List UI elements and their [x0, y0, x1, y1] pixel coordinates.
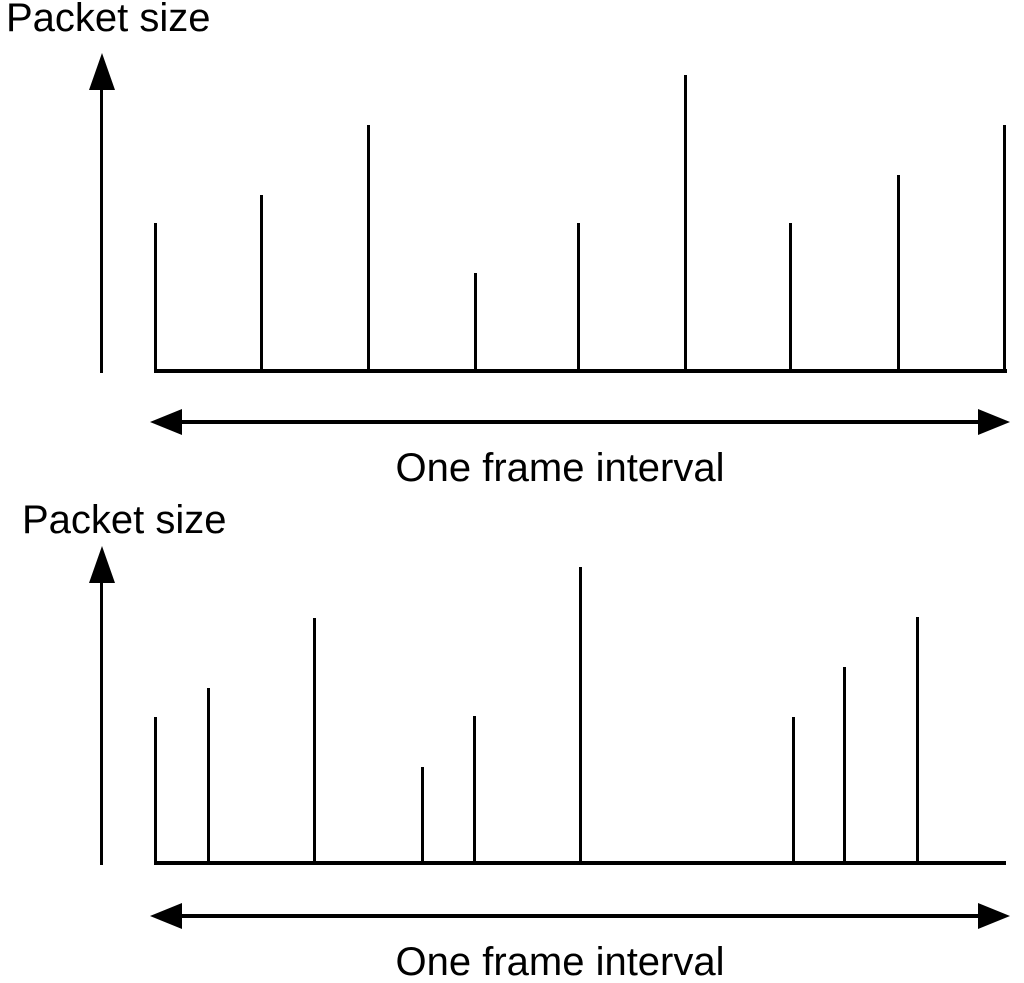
y-axis-label-bottom: Packet size — [22, 498, 227, 542]
packet-stem — [366, 125, 370, 373]
packet-stem — [576, 223, 580, 373]
packet-stem — [578, 567, 582, 865]
packet-stem — [842, 667, 846, 865]
frame-interval-label-top: One frame interval — [395, 446, 725, 490]
arrow-up-icon — [89, 53, 115, 90]
frame-interval-arrow-top — [165, 420, 995, 424]
arrow-right-icon — [978, 903, 1010, 929]
packet-stem — [791, 717, 795, 865]
arrow-up-icon — [89, 546, 115, 583]
packet-stem — [420, 767, 424, 865]
arrow-right-icon — [978, 409, 1010, 435]
time-baseline-top — [155, 369, 1007, 373]
packet-stem — [206, 688, 210, 865]
packet-stem — [683, 75, 687, 373]
frame-interval-label-bottom: One frame interval — [395, 940, 725, 983]
y-axis-label-top: Packet size — [6, 0, 211, 40]
packet-stem — [472, 716, 476, 865]
packet-stem — [788, 223, 792, 373]
packet-stem — [259, 195, 263, 373]
y-axis-line-bottom — [100, 580, 103, 865]
packet-stem — [915, 617, 919, 865]
packet-stem — [473, 273, 477, 373]
packet-stem — [153, 717, 157, 865]
packet-stem — [896, 175, 900, 373]
packet-stem — [312, 618, 316, 865]
y-axis-line-top — [100, 85, 103, 373]
packet-stem — [153, 223, 157, 373]
packet-stem — [1002, 125, 1006, 373]
frame-interval-arrow-bottom — [165, 914, 995, 918]
